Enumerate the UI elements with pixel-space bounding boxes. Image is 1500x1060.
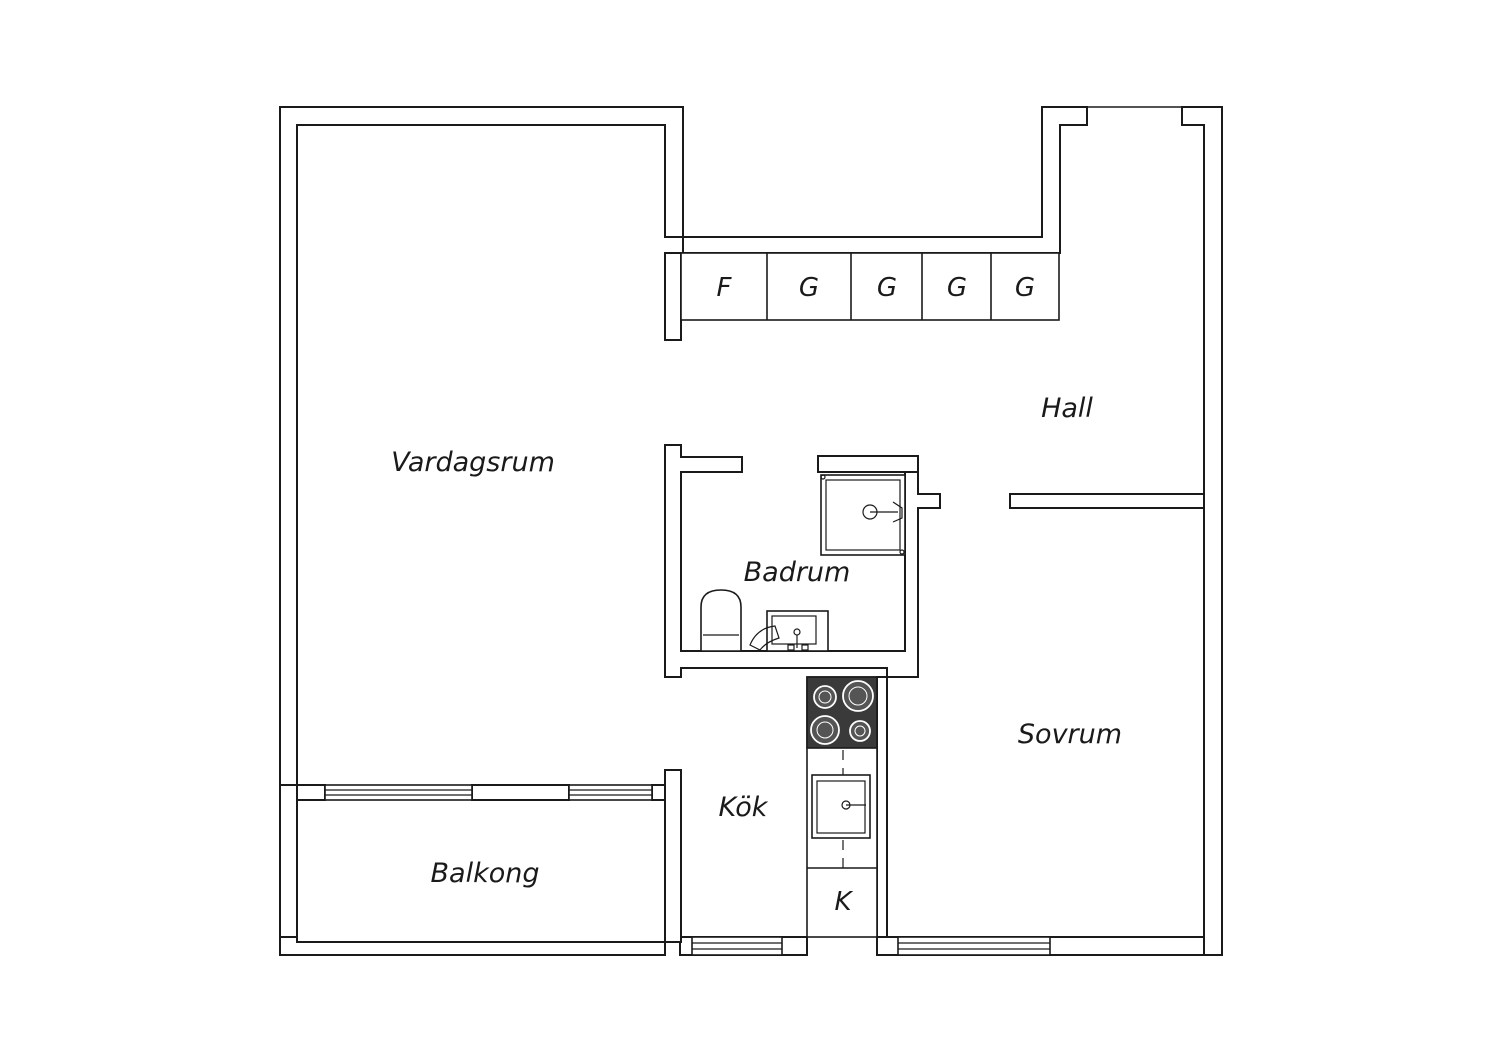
wardrobe-label: G (799, 273, 819, 303)
stove-icon (806, 676, 878, 749)
outer-walls (279, 106, 1223, 956)
wardrobe-label: F (717, 273, 733, 303)
room-label-bathroom: Badrum (744, 557, 851, 588)
window-icon (568, 784, 653, 801)
kitchen-cabinet-label: K (834, 887, 853, 917)
room-label-kitchen: Kök (719, 792, 769, 823)
window-icon (897, 936, 1051, 956)
room-labels: Vardagsrum Hall Badrum Sovrum Kök Balkon… (391, 393, 1122, 917)
shower-icon (820, 474, 906, 556)
windows (297, 784, 1051, 956)
room-label-balcony: Balkong (431, 858, 540, 889)
room-label-hall: Hall (1041, 393, 1093, 424)
toilet-icon (700, 589, 742, 652)
kitchen-sink-icon (811, 774, 871, 839)
room-label-living-room: Vardagsrum (391, 447, 555, 478)
window-icon (691, 936, 783, 956)
room-label-bedroom: Sovrum (1018, 719, 1122, 750)
wardrobe-row: F G G G G (680, 252, 1060, 321)
interior-walls (296, 252, 1205, 943)
wardrobe-label: G (877, 273, 897, 303)
wardrobe-label: G (1015, 273, 1035, 303)
wardrobe-label: G (947, 273, 967, 303)
window-icon (324, 784, 473, 801)
sink-icon (749, 610, 829, 652)
